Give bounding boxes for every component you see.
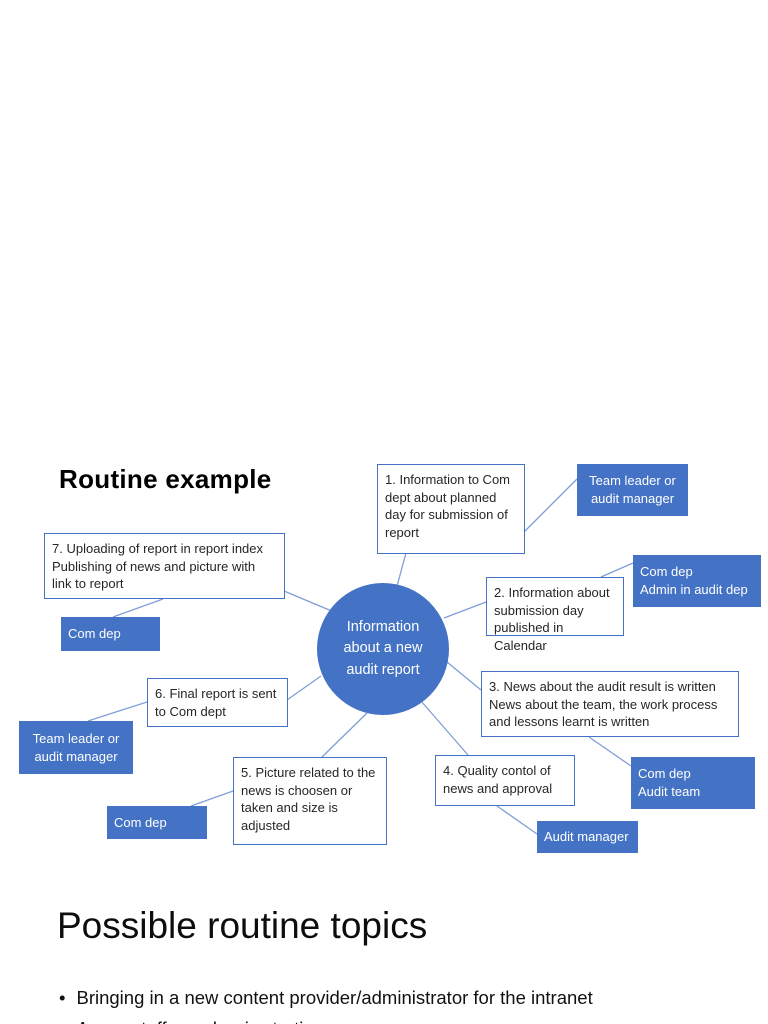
connector-circle-step3 — [446, 661, 482, 691]
actor-box-audit-manager: Audit manager — [537, 821, 638, 853]
section-heading: Possible routine topics — [57, 905, 428, 946]
bullet-text-2: A new staff member is starting — [76, 1013, 323, 1024]
bullet-item-2: • A new staff member is starting — [59, 1013, 739, 1024]
connector-circle-step1 — [396, 552, 407, 587]
bullet-item-1: • Bringing in a new content provider/adm… — [59, 982, 739, 1013]
connector-step1-actor — [523, 478, 578, 533]
step-box-3: 3. News about the audit result is writte… — [481, 671, 739, 737]
step-box-1: 1. Information to Com dept about planned… — [377, 464, 525, 554]
connector-circle-step7 — [283, 590, 335, 613]
connector-circle-step4 — [420, 700, 469, 756]
connector-step3-actor — [588, 736, 632, 767]
connector-step7-actor — [112, 598, 164, 618]
bullet-marker: • — [59, 987, 66, 1008]
connector-circle-step6 — [286, 675, 322, 701]
central-topic-circle: Information about a new audit report — [317, 583, 449, 715]
actor-box-com-dep-left: Com dep — [61, 617, 160, 651]
step-box-6: 6. Final report is sent to Com dept — [147, 678, 288, 727]
actor-box-com-dep-admin: Com dep Admin in audit dep — [633, 555, 761, 607]
connector-step4-actor — [496, 805, 538, 835]
connector-circle-step2 — [443, 601, 487, 619]
step-box-4: 4. Quality contol of news and approval — [435, 755, 575, 806]
actor-box-com-dep-bottom: Com dep — [107, 806, 207, 839]
actor-box-team-leader-bottom: Team leader or audit manager — [19, 721, 133, 774]
connector-step6-actor — [87, 701, 148, 722]
actor-box-team-leader-top: Team leader or audit manager — [577, 464, 688, 516]
connector-circle-step5 — [321, 712, 368, 758]
actor-box-com-dep-audit-team: Com dep Audit team — [631, 757, 755, 809]
bullet-marker: • — [59, 1013, 65, 1024]
bullet-list: • Bringing in a new content provider/adm… — [59, 982, 739, 1024]
connector-step5-actor — [190, 790, 234, 807]
step-box-5: 5. Picture related to the news is choose… — [233, 757, 387, 845]
diagram-title: Routine example — [59, 464, 272, 494]
bullet-text-1: Bringing in a new content provider/admin… — [76, 987, 593, 1008]
step-box-2: 2. Information about submission day publ… — [486, 577, 624, 653]
step-box-7: 7. Uploading of report in report index P… — [44, 533, 285, 599]
connector-step2-actor — [600, 562, 634, 578]
